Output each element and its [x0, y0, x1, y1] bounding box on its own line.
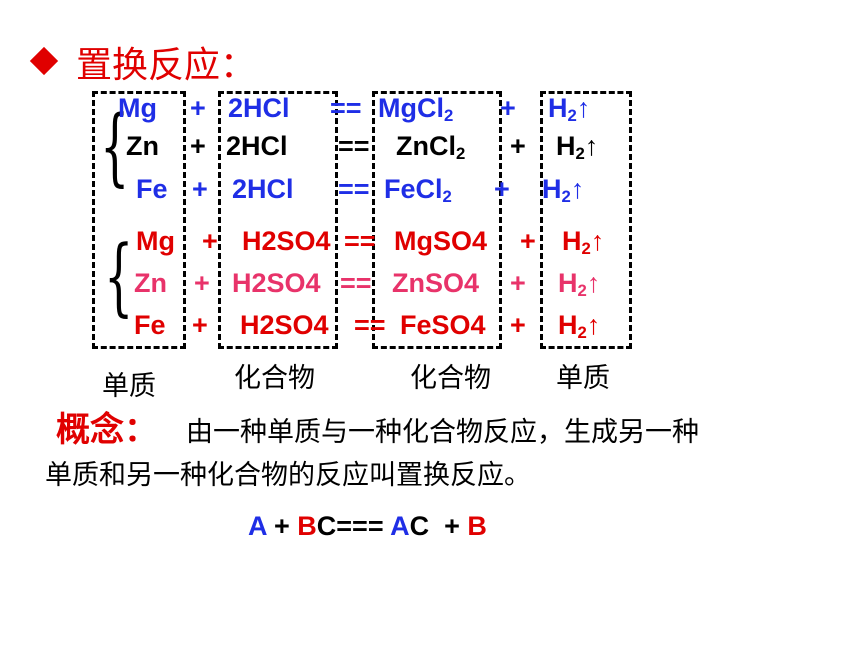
column-box-simple-substance-left [92, 91, 186, 349]
plus-sign: + [494, 174, 510, 204]
product-compound: FeSO4 [400, 310, 486, 340]
product-element: H2↑ [558, 310, 601, 343]
plus-sign: + [190, 93, 206, 123]
diamond-bullet-icon [29, 46, 59, 76]
product-compound: MgCl2 [378, 93, 454, 126]
product-element: H2↑ [556, 131, 599, 164]
column-box-compound-left [218, 91, 338, 349]
plus-sign: + [194, 268, 210, 298]
plus-sign: + [192, 310, 208, 340]
formula-b: B [467, 511, 487, 541]
caption-simple-substance-right: 单质 [556, 363, 610, 394]
product-compound: ZnCl2 [396, 131, 466, 164]
concept-definition-line-2: 单质和另一种化合物的反应叫置换反应。 [45, 460, 531, 491]
caption-compound-left: 化合物 [234, 363, 315, 394]
product-compound: FeCl2 [384, 174, 452, 207]
plus-sign: + [190, 131, 206, 161]
plus-sign: + [520, 226, 536, 256]
reactant-compound: 2HCl [228, 93, 290, 123]
equals-sign: == [340, 268, 372, 298]
formula-a: A [390, 511, 410, 541]
plus-sign: + [202, 226, 218, 256]
reactant-element: Fe [134, 310, 166, 340]
plus-sign: + [500, 93, 516, 123]
product-element: H2↑ [548, 93, 591, 126]
formula-b: B [297, 511, 317, 541]
product-element: H2↑ [558, 268, 601, 301]
column-box-compound-right [372, 91, 502, 349]
reactant-element: Zn [134, 268, 167, 298]
equals-sign: == [338, 174, 370, 204]
equals-sign: == [330, 93, 362, 123]
concept-definition-line-1: 由一种单质与一种化合物反应，生成另一种 [186, 417, 699, 448]
brace-group-hcl: { [100, 97, 130, 195]
plus-sign: + [510, 310, 526, 340]
reactant-element: Zn [126, 131, 159, 161]
equals-sign: == [354, 310, 386, 340]
equals-sign: == [338, 131, 370, 161]
caption-compound-right: 化合物 [410, 363, 491, 394]
title-text: 置换反应： [76, 45, 257, 86]
page-title: 置换反应： [29, 36, 257, 88]
product-compound: ZnSO4 [392, 268, 480, 298]
reactant-compound: 2HCl [226, 131, 288, 161]
reactant-compound: H2SO4 [232, 268, 321, 298]
column-box-simple-substance-right [540, 91, 632, 349]
reactant-element: Mg [136, 226, 175, 256]
reactant-compound: H2SO4 [242, 226, 331, 256]
reactant-compound: 2HCl [232, 174, 294, 204]
product-element: H2↑ [562, 226, 605, 259]
plus-sign: + [510, 131, 526, 161]
reactant-element: Mg [118, 93, 157, 123]
brace-group-h2so4: { [104, 227, 134, 325]
caption-simple-substance-left: 单质 [102, 371, 156, 402]
general-formula: A + BC=== AC + B [248, 511, 487, 541]
formula-a: A [248, 511, 267, 541]
plus-sign: + [510, 268, 526, 298]
product-compound: MgSO4 [394, 226, 488, 256]
reactant-compound: H2SO4 [240, 310, 329, 340]
reactant-element: Fe [136, 174, 168, 204]
concept-label: 概念： [56, 410, 158, 450]
equals-sign: == [344, 226, 376, 256]
plus-sign: + [192, 174, 208, 204]
product-element: H2↑ [542, 174, 585, 207]
